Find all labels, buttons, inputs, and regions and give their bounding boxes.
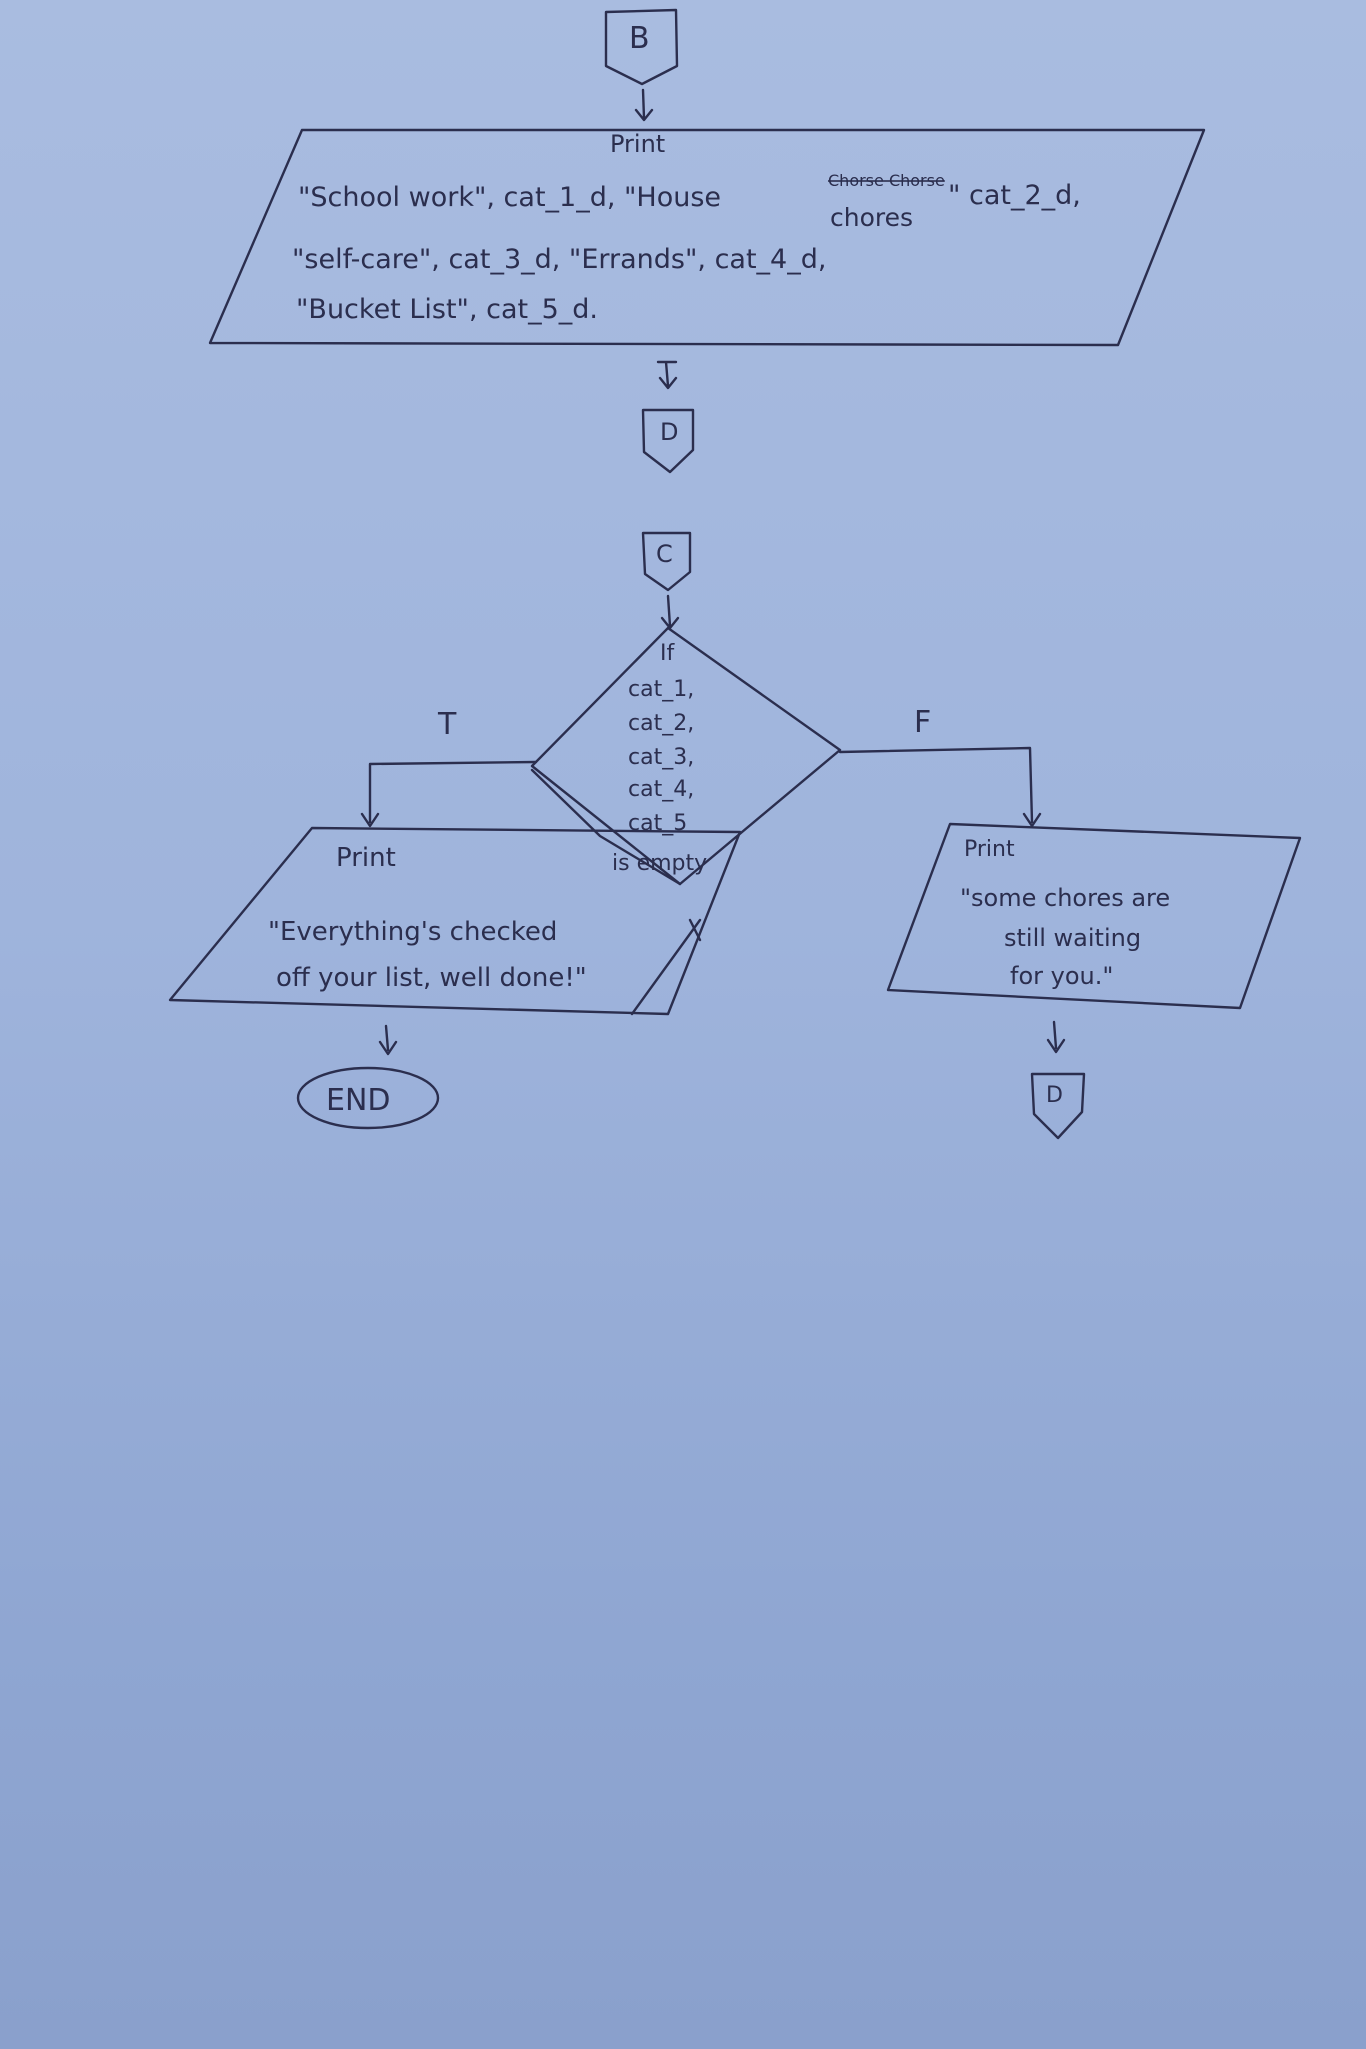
connector-d1-shape [641,408,695,474]
false-label: F [914,705,931,740]
print-false-keyword: Print [964,837,1015,862]
print-block-1-shape [208,128,1206,347]
decision-line-2: cat_1, [628,677,694,702]
print-true-shape [168,826,742,1016]
decision-line-6: cat_5 [628,811,687,836]
connector-b-label: B [629,21,650,56]
arrow-to-end [378,1024,398,1056]
print-false-line2: still waiting [1004,924,1141,952]
connector-c-label: C [656,540,673,568]
decision-line-1: If [660,641,675,666]
print-1-struck-word: Chorse Chorse [828,171,945,190]
print-1-line2: "self-care", cat_3_d, "Errands", cat_4_d… [292,244,826,275]
print-false-shape [886,822,1302,1010]
arrow-c-to-if [660,594,680,630]
print-1-keyword: Print [610,130,665,158]
decision-line-7: is empty [612,851,707,876]
print-false-line3: for you." [1010,962,1113,990]
print-1-line3: "Bucket List", cat_5_d. [296,294,598,325]
arrow-b-to-print [634,88,654,122]
end-terminator-shape [296,1066,440,1130]
print-true-scribble [630,918,702,1016]
connector-d1-label: D [660,418,678,446]
decision-line-4: cat_3, [628,745,694,770]
decision-line-5: cat_4, [628,777,694,802]
decision-line-3: cat_2, [628,711,694,736]
decision-inner-line [530,768,682,886]
print-true-line1: "Everything's checked [268,917,557,947]
arrow-print-to-d [656,360,678,390]
print-true-line2: off your list, well done!" [276,963,587,993]
true-branch-line [360,760,538,828]
false-branch-line [838,746,1042,828]
end-terminator-label: END [326,1083,391,1118]
print-1-line1-end: " cat_2_d, [948,180,1081,211]
print-true-keyword: Print [336,843,396,873]
print-1-line1: "School work", cat_1_d, "House [298,182,721,213]
connector-b-shape [604,8,679,86]
connector-d2-label: D [1046,1083,1063,1108]
true-label: T [437,707,457,742]
connector-c-shape [641,531,692,592]
print-1-inserted-word: chores [830,203,913,232]
arrow-false-to-d [1046,1020,1066,1054]
connector-d2-shape [1030,1072,1086,1140]
print-false-line1: "some chores are [960,884,1170,912]
